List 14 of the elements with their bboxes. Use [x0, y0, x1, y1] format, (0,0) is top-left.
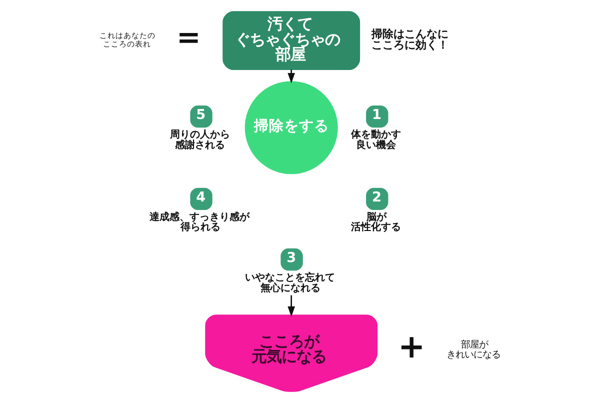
- node-circle: 掃除をする: [244, 81, 338, 174]
- node-label: 脳が活性化する: [350, 210, 401, 234]
- label: 部屋がきれいになる: [446, 339, 500, 361]
- label: +: [398, 327, 425, 366]
- arrow: [287, 70, 294, 84]
- label: 掃除はこんなにこころに効く！: [371, 28, 448, 52]
- node-label: 周りの人から感謝される: [170, 128, 230, 151]
- node-box: 汚くてぐちゃぐちゃの部屋: [222, 11, 360, 70]
- node-label: 達成感、すっきり感が得られる: [149, 210, 250, 234]
- arrow: [287, 295, 294, 317]
- node-label: いやなことを忘れて無心になれる: [244, 272, 335, 294]
- label: これはあなたのこころの表れ: [98, 31, 155, 49]
- label: =: [176, 20, 200, 54]
- node-label: 体を動かす良い機会: [350, 128, 401, 151]
